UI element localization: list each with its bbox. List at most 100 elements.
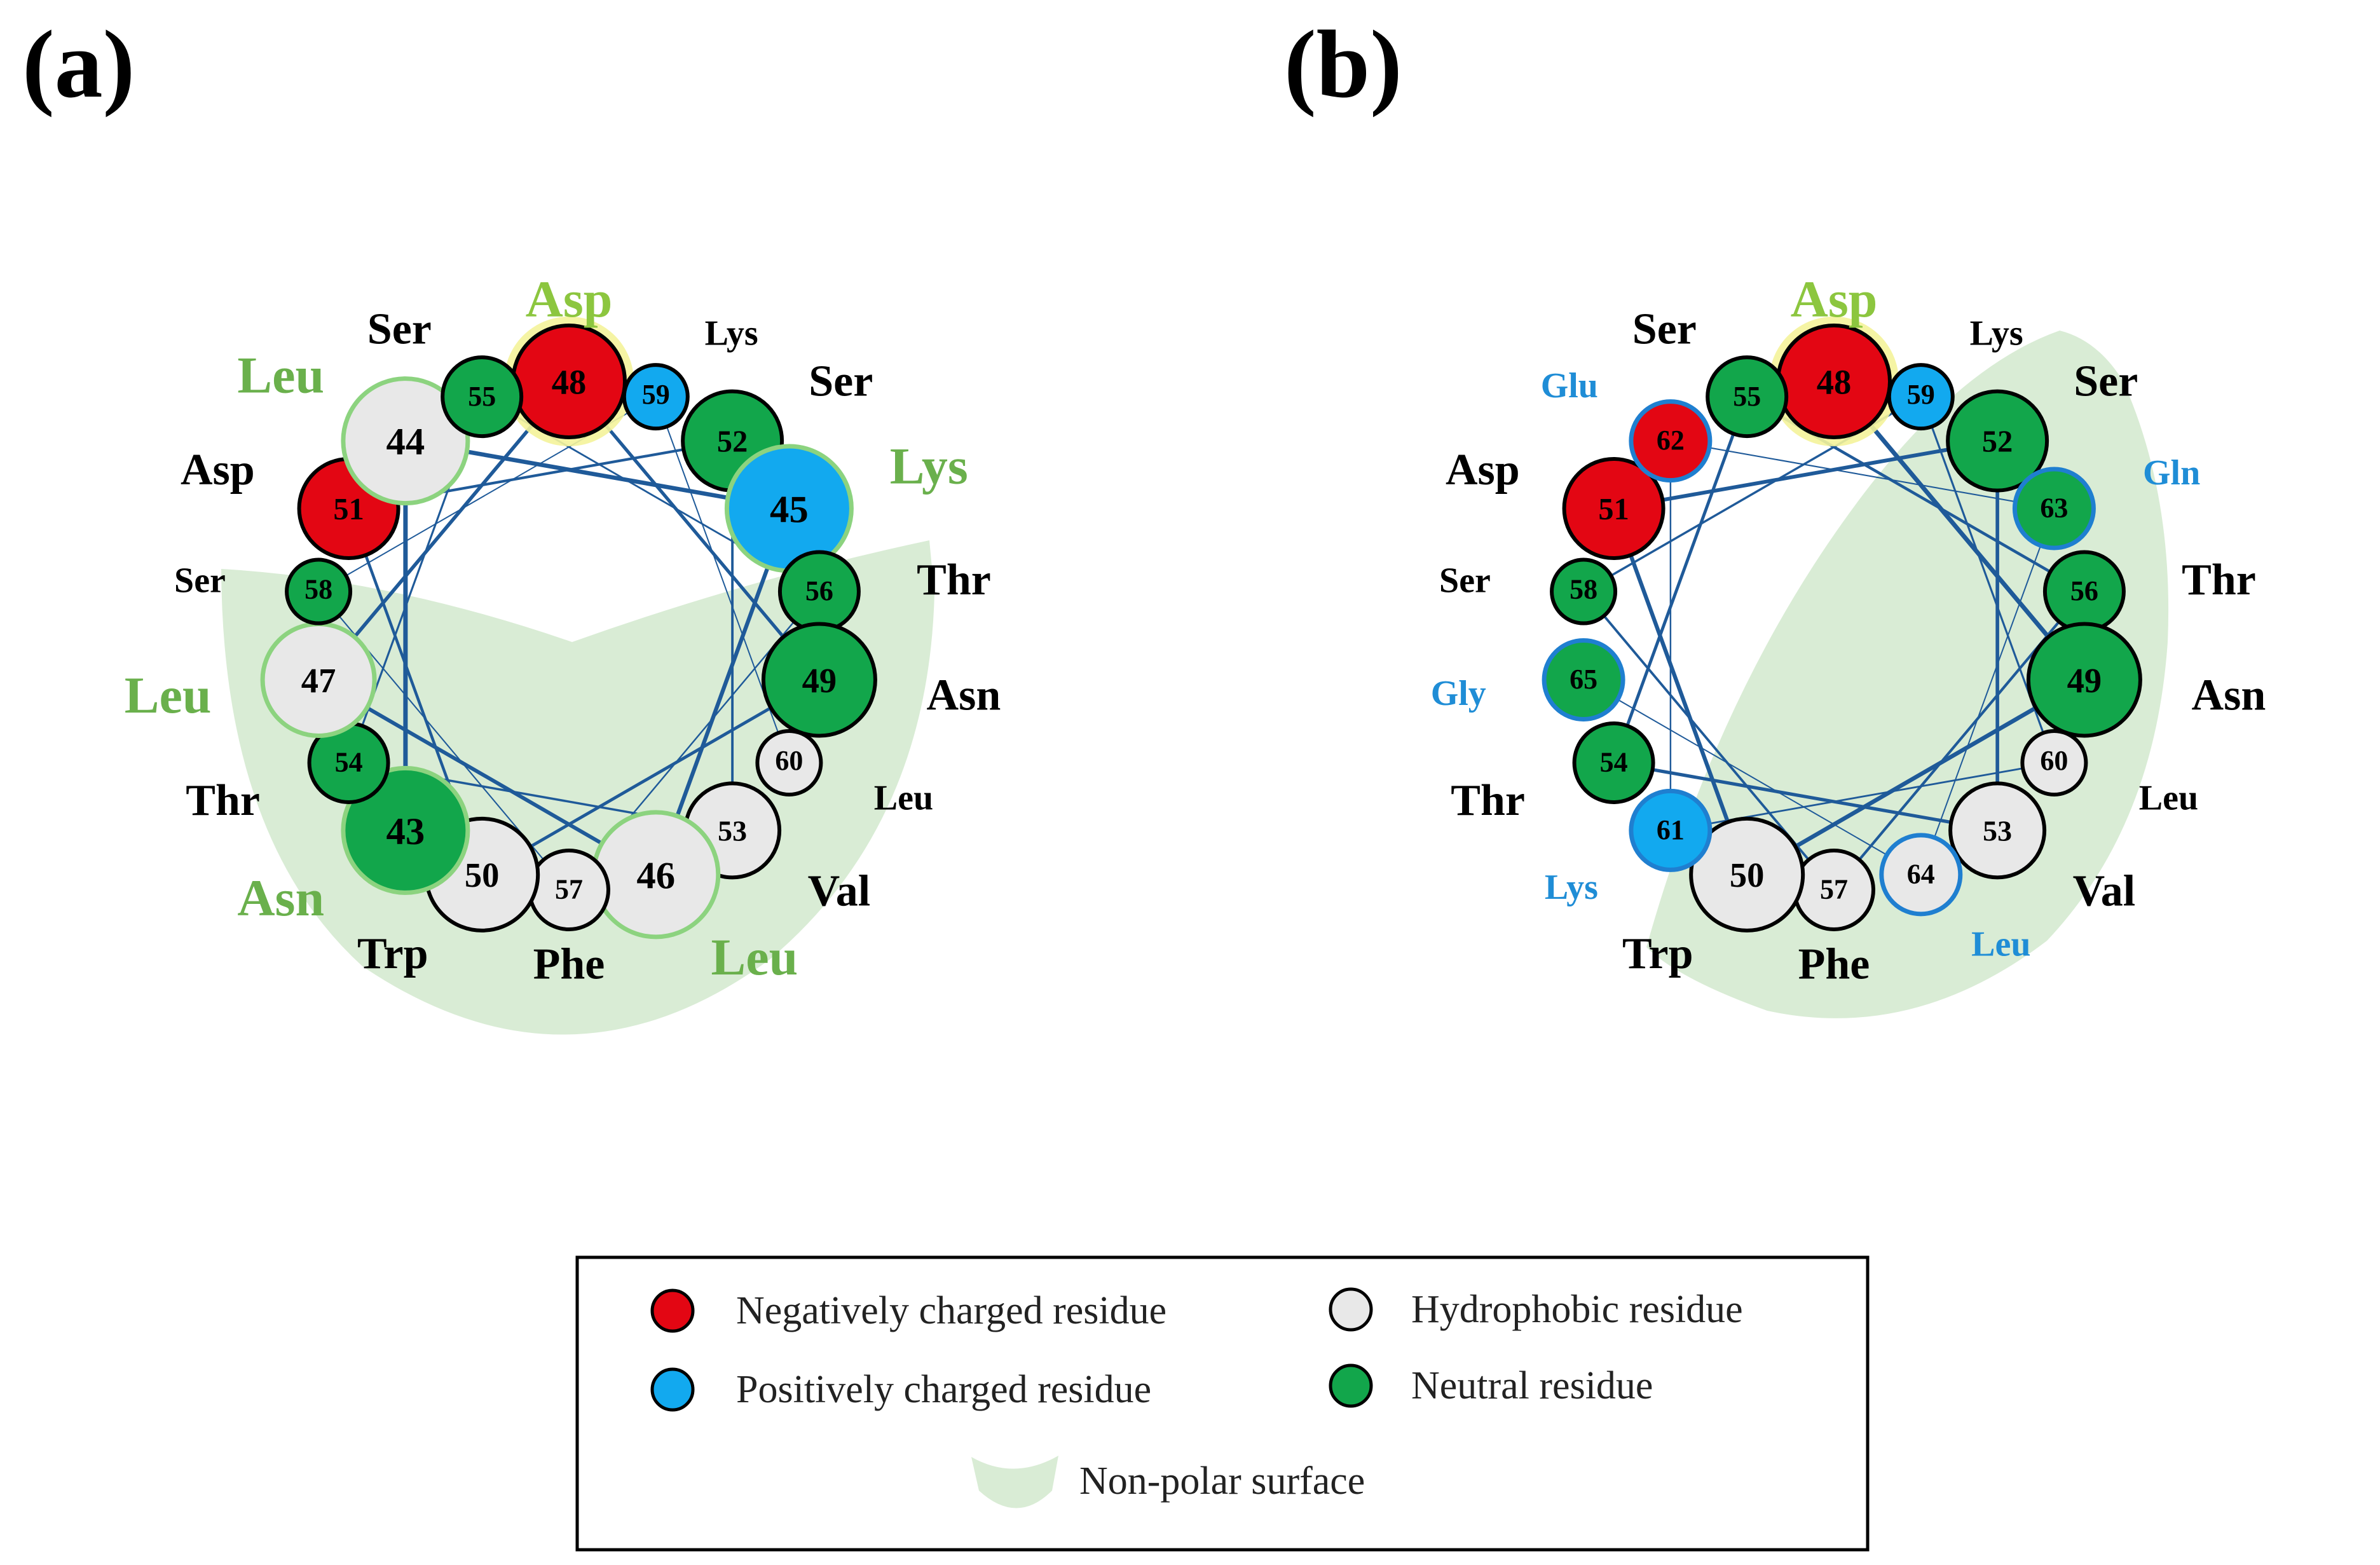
panel-a-label: (a) [22, 11, 135, 118]
residue-name: Glu [1541, 366, 1598, 406]
residue-name: Ser [174, 561, 226, 600]
residue-number: 57 [555, 874, 583, 905]
residue-name: Lys [1970, 313, 2023, 353]
legend: Negatively charged residue Hydrophobic r… [575, 1255, 1870, 1552]
helix-link [317, 380, 571, 681]
residue-circle [285, 557, 353, 625]
legend-label-nonpolar: Non-polar surface [1079, 1459, 1365, 1503]
residue-number: 64 [1907, 859, 1935, 890]
residue-circle [2020, 729, 2088, 796]
residue-number: 50 [1730, 856, 1765, 894]
residue-circle [1887, 363, 1955, 431]
residue-51: 51 Asp [181, 446, 400, 560]
helix-link [1613, 439, 1998, 510]
residue-number: 55 [1733, 381, 1761, 412]
residue-circle [2026, 622, 2142, 738]
residue-number: 51 [333, 493, 364, 526]
residue-63: 63 Gln [2012, 453, 2200, 550]
residue-number: 63 [2040, 493, 2068, 524]
residue-number: 49 [2067, 661, 2102, 700]
residue-name: Phe [533, 940, 605, 989]
residue-48: 48 Asp [1769, 270, 1899, 446]
helix-link [567, 380, 821, 681]
legend-swatch-neutral [1329, 1363, 1373, 1408]
helix-link [1611, 507, 1749, 875]
residue-circle [1689, 816, 1805, 933]
legend-label-negative: Negatively charged residue [736, 1289, 1166, 1332]
residue-circle [1562, 457, 1665, 560]
residue-circle [1629, 788, 1713, 872]
residue-name: Leu [711, 928, 798, 986]
residue-name: Gln [2143, 453, 2200, 493]
helix-link [1746, 678, 2086, 877]
residue-name: Thr [1451, 776, 1525, 825]
residue-number: 53 [718, 815, 747, 847]
residue-circle [761, 622, 877, 738]
residue-number: 45 [770, 489, 809, 531]
residue-number: 55 [468, 381, 496, 412]
legend-box [575, 1255, 1870, 1552]
residue-number: 54 [335, 747, 363, 778]
residue-circle [1946, 389, 2049, 493]
residue-circle [1879, 833, 1963, 917]
residue-number: 61 [1657, 814, 1685, 845]
residue-number: 56 [2070, 575, 2098, 606]
residue-name: Trp [357, 929, 428, 978]
helix-link [1612, 396, 1749, 763]
residue-name: Gly [1431, 674, 1486, 713]
residue-circle [1572, 721, 1655, 804]
residue-name: Asn [2192, 671, 2266, 720]
legend-swatch-negative [650, 1288, 695, 1333]
helix-link [1920, 508, 2055, 875]
residue-name: Val [2073, 867, 2136, 916]
residue-circle [755, 729, 823, 796]
residue-number: 51 [1598, 493, 1629, 526]
residue-circle [1542, 638, 1625, 721]
residue-circle [341, 376, 470, 506]
residue-name: Leu [2139, 779, 2198, 818]
residue-number: 60 [775, 745, 803, 776]
residue-number: 59 [642, 379, 670, 410]
residue-name: Ser [1632, 305, 1697, 354]
residue-name: Asn [237, 869, 324, 927]
legend-label-positive: Positively charged residue [736, 1368, 1151, 1411]
residue-number: 50 [465, 856, 500, 894]
residue-number: 44 [386, 421, 425, 463]
residue-name: Asp [526, 270, 613, 328]
residue-circle [2012, 467, 2096, 550]
residue-number: 59 [1907, 379, 1935, 410]
residue-name: Asp [181, 446, 255, 495]
residue-name: Asp [1791, 270, 1878, 328]
residue-number: 53 [1983, 815, 2012, 847]
residue-number: 48 [1817, 362, 1852, 401]
residue-name: Thr [186, 776, 260, 825]
residue-name: Ser [2074, 357, 2138, 406]
residue-number: 54 [1600, 747, 1628, 778]
residue-number: 49 [802, 661, 837, 700]
residue-number: 47 [301, 661, 336, 700]
residue-59: 59 Lys [1887, 313, 2023, 431]
residue-number: 56 [805, 575, 833, 606]
residue-name: Leu [1971, 925, 2030, 964]
